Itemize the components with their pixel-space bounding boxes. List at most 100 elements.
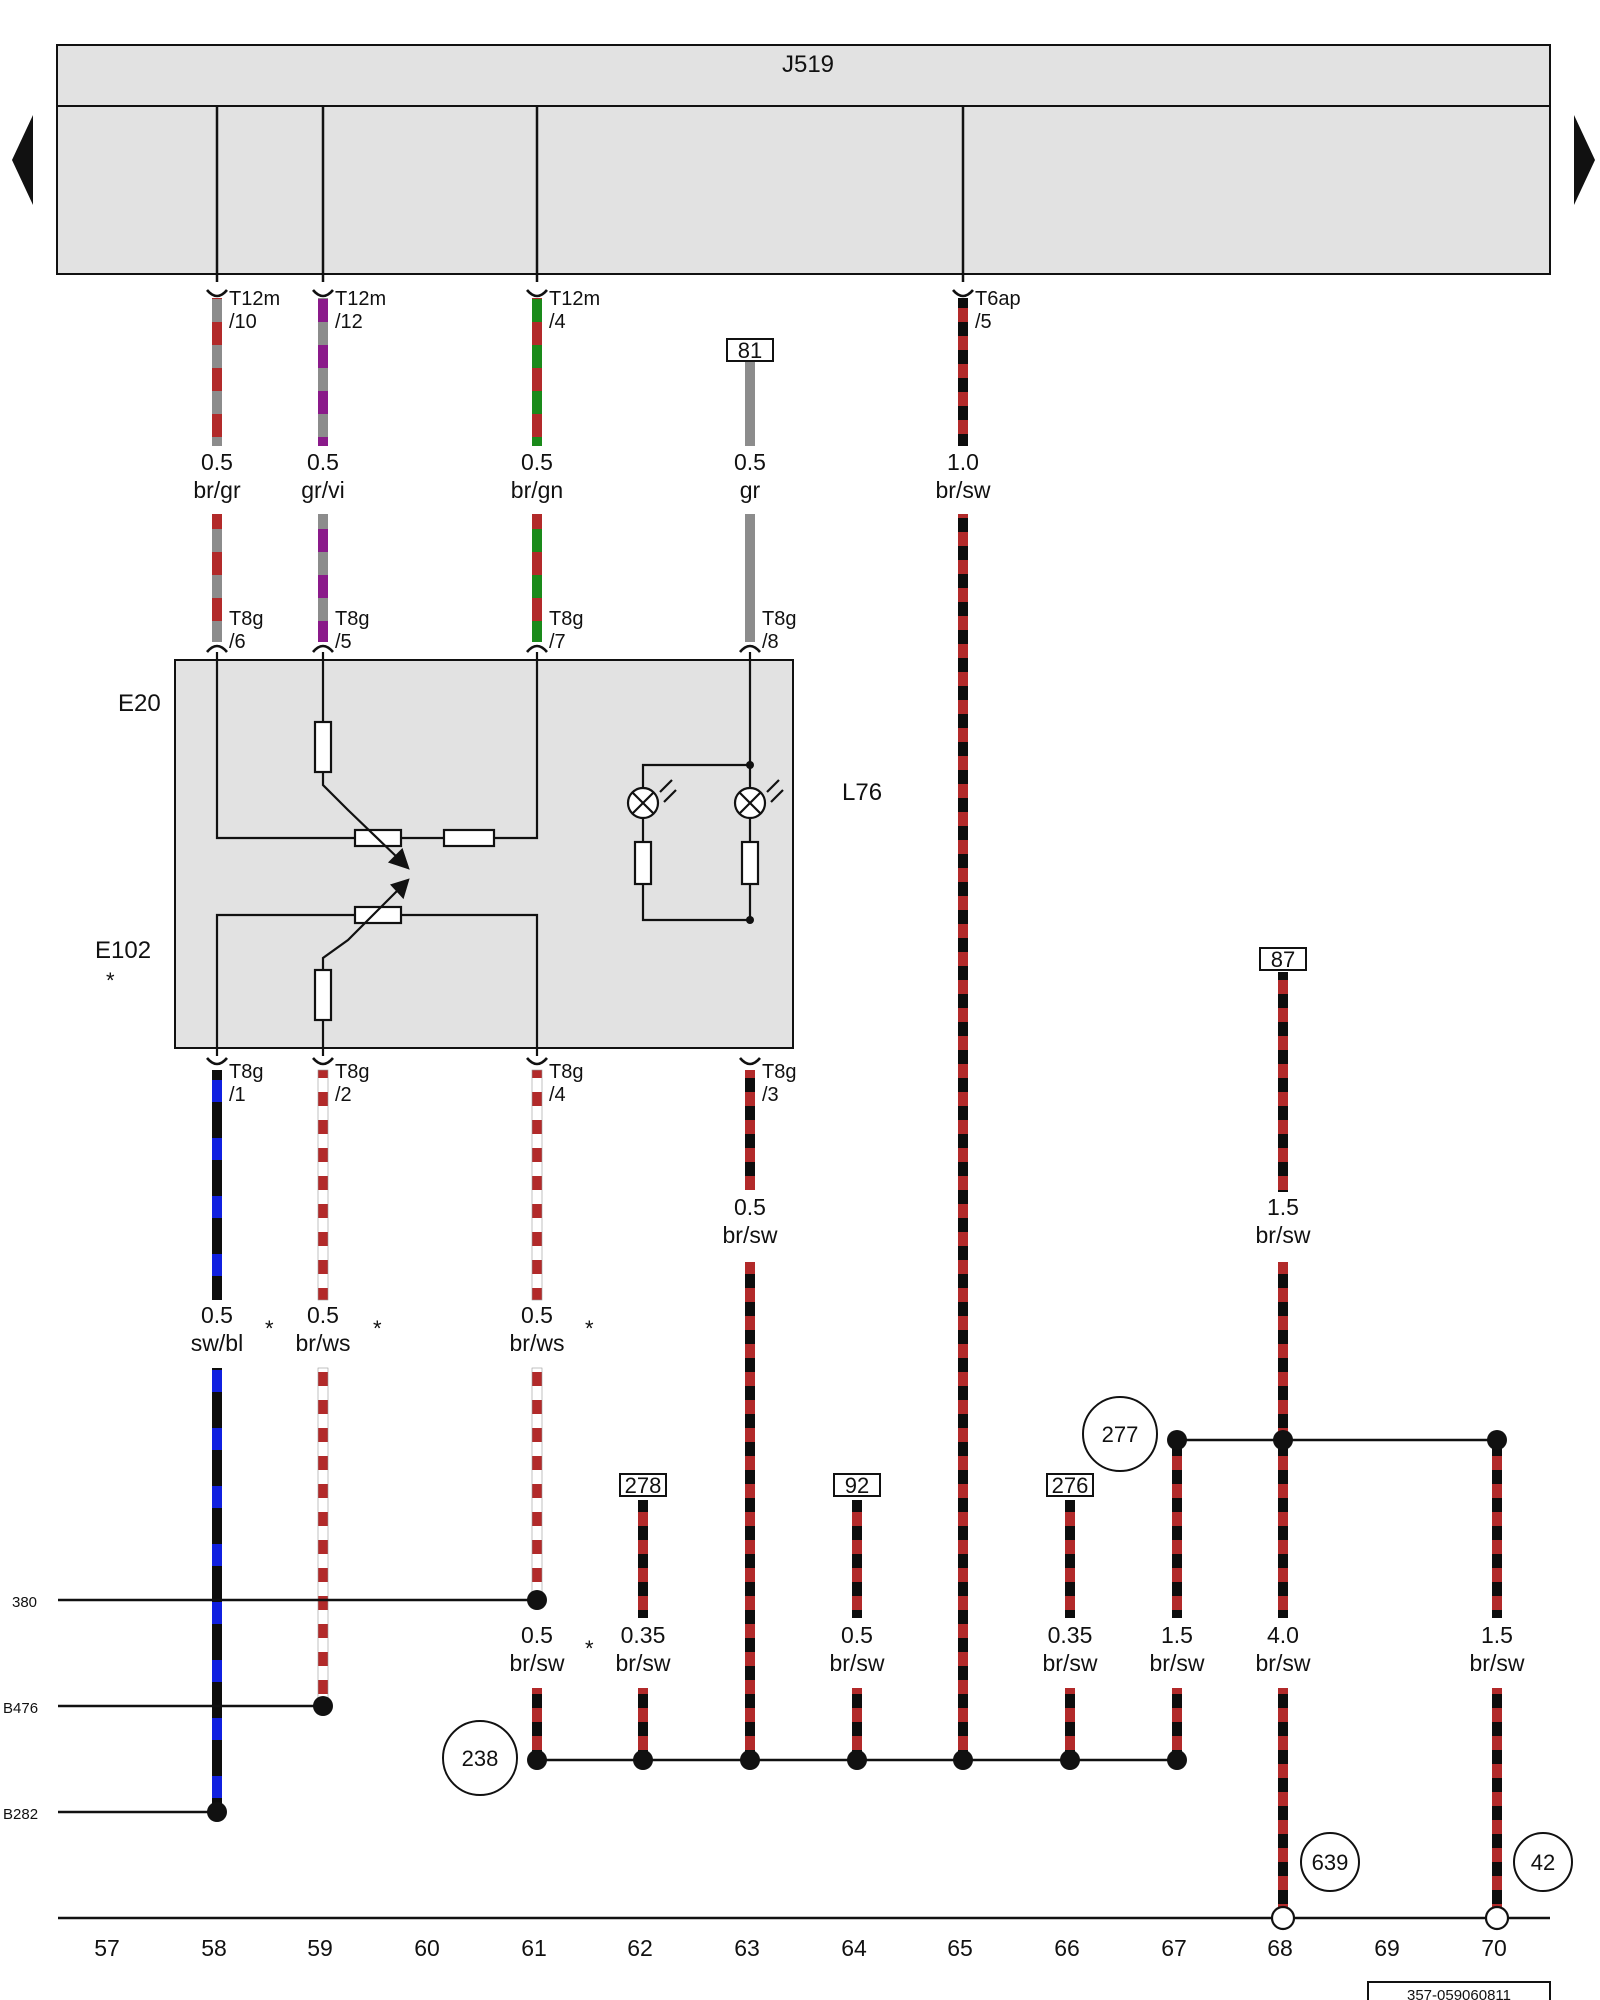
module-internals bbox=[215, 652, 784, 1056]
bulb-right-icon bbox=[749, 802, 751, 804]
j519-internal-leads bbox=[215, 106, 965, 282]
conn-t8g-4-a: T8g bbox=[549, 1061, 583, 1083]
lref-b476: B476 bbox=[3, 1700, 38, 1717]
wire-label-w3-size: 0.5 bbox=[521, 449, 553, 475]
wire-64 bbox=[852, 1500, 862, 1618]
conn-t8g-7-a: T8g bbox=[549, 608, 583, 630]
ground-point-70 bbox=[1484, 1905, 1510, 1931]
wire-68-top bbox=[1278, 972, 1288, 1192]
wire-61-top-a bbox=[532, 298, 542, 446]
ref-81: 81 bbox=[738, 338, 762, 363]
ref-87: 87 bbox=[1271, 947, 1295, 972]
j519-box bbox=[56, 44, 1551, 275]
doc-id: 357-059060811 bbox=[1407, 1987, 1511, 2000]
conn-t8g-6-a: T8g bbox=[229, 608, 263, 630]
wire-label-w13-color: br/sw bbox=[830, 1650, 885, 1676]
wire-58-top-b bbox=[212, 514, 222, 642]
wire-label-w17-size: 1.5 bbox=[1481, 1622, 1513, 1648]
cref-277: 277 bbox=[1102, 1422, 1139, 1447]
wire-67 bbox=[1172, 1440, 1182, 1618]
star-w7: * bbox=[373, 1316, 382, 1341]
wire-65-top bbox=[958, 298, 968, 446]
wire-61-top-b bbox=[532, 514, 542, 642]
wire-label-w12-size: 0.35 bbox=[621, 1622, 666, 1648]
wire-61-bottom-a bbox=[531, 1069, 543, 1301]
wire-label-w6-size: 0.5 bbox=[201, 1302, 233, 1328]
ref-92: 92 bbox=[845, 1473, 869, 1498]
nav-next-arrow-icon[interactable] bbox=[1574, 115, 1595, 205]
ref-276: 276 bbox=[1052, 1473, 1089, 1498]
wire-65-long bbox=[958, 514, 968, 1764]
col-64: 64 bbox=[841, 1935, 867, 1961]
conn-t8g-1-b: /1 bbox=[229, 1084, 246, 1106]
conn-t12m-4-a: T12m bbox=[549, 288, 600, 310]
conn-t8g-1-a: T8g bbox=[229, 1061, 263, 1083]
col-70: 70 bbox=[1481, 1935, 1507, 1961]
wire-62-low bbox=[638, 1688, 648, 1760]
cref-42: 42 bbox=[1531, 1850, 1555, 1875]
wire-68-low bbox=[1278, 1688, 1288, 1916]
col-63: 63 bbox=[734, 1935, 760, 1961]
col-61: 61 bbox=[521, 1935, 547, 1961]
conn-t8g-4-b: /4 bbox=[549, 1084, 566, 1106]
star-w8: * bbox=[585, 1316, 594, 1341]
wire-label-w2-color: gr/vi bbox=[301, 477, 344, 503]
conn-t8g-2-b: /2 bbox=[335, 1084, 352, 1106]
connector-pins bbox=[206, 289, 974, 1066]
col-68: 68 bbox=[1267, 1935, 1293, 1961]
e20-label: E20 bbox=[118, 690, 161, 717]
ref-278: 278 bbox=[625, 1473, 662, 1498]
left-refs: 380 B476 B282 bbox=[3, 1594, 38, 1823]
wire-58-top-a bbox=[212, 298, 222, 446]
conn-t8g-5-a: T8g bbox=[335, 608, 369, 630]
wire-label-w10-color: br/sw bbox=[1256, 1222, 1311, 1248]
wire-59-bottom-a bbox=[317, 1069, 329, 1301]
lref-380: 380 bbox=[12, 1594, 37, 1611]
wire-label-w14-color: br/sw bbox=[1043, 1650, 1098, 1676]
conn-t12m-12-b: /12 bbox=[335, 311, 363, 333]
wire-label-w16-color: br/sw bbox=[1256, 1650, 1311, 1676]
e102-label: E102 bbox=[95, 937, 151, 964]
conn-t12m-10-b: /10 bbox=[229, 311, 257, 333]
star-w11: * bbox=[585, 1636, 594, 1661]
wire-label-w1-size: 0.5 bbox=[201, 449, 233, 475]
connector-labels: T12m /10 T12m /12 T12m /4 T6ap /5 T8g /6… bbox=[229, 288, 1021, 1106]
junction-dots bbox=[207, 1430, 1507, 1822]
col-62: 62 bbox=[627, 1935, 653, 1961]
wire-label-w2-size: 0.5 bbox=[307, 449, 339, 475]
wire-label-w1-color: br/gr bbox=[193, 477, 241, 503]
col-60: 60 bbox=[414, 1935, 440, 1961]
nav-prev-arrow-icon[interactable] bbox=[12, 115, 33, 205]
col-59: 59 bbox=[307, 1935, 333, 1961]
wire-59-bottom-b bbox=[317, 1367, 329, 1707]
l76-node-bottom bbox=[746, 916, 754, 924]
wire-label-w11-color: br/sw bbox=[510, 1650, 565, 1676]
wire-label-w7-size: 0.5 bbox=[307, 1302, 339, 1328]
wire-label-w16-size: 4.0 bbox=[1267, 1622, 1299, 1648]
wire-61-low bbox=[532, 1688, 542, 1760]
wire-label-w17-color: br/sw bbox=[1470, 1650, 1525, 1676]
wire-63-top-b bbox=[745, 514, 755, 642]
wire-label-w15-color: br/sw bbox=[1150, 1650, 1205, 1676]
wire-label-w8-size: 0.5 bbox=[521, 1302, 553, 1328]
wire-70-low bbox=[1492, 1688, 1502, 1916]
col-69: 69 bbox=[1374, 1935, 1400, 1961]
wire-59-top-b bbox=[318, 514, 328, 642]
wire-label-w15-size: 1.5 bbox=[1161, 1622, 1193, 1648]
wire-61-bottom-b bbox=[531, 1367, 543, 1601]
ground-point-68 bbox=[1270, 1905, 1296, 1931]
wire-label-w13-size: 0.5 bbox=[841, 1622, 873, 1648]
j519-label: J519 bbox=[782, 51, 834, 78]
circle-refs: 277 238 639 42 bbox=[442, 1396, 1573, 1892]
col-57: 57 bbox=[94, 1935, 120, 1961]
wire-59-top-a bbox=[318, 298, 328, 446]
wire-label-w11-size: 0.5 bbox=[521, 1622, 553, 1648]
wire-62 bbox=[638, 1500, 648, 1618]
conn-t8g-5-b: /5 bbox=[335, 631, 352, 653]
wire-63-top-a bbox=[745, 362, 755, 446]
col-66: 66 bbox=[1054, 1935, 1080, 1961]
wire-64-low bbox=[852, 1688, 862, 1760]
wire-58-bottom-a bbox=[212, 1070, 222, 1300]
wire-label-w4-color: gr bbox=[740, 477, 761, 503]
